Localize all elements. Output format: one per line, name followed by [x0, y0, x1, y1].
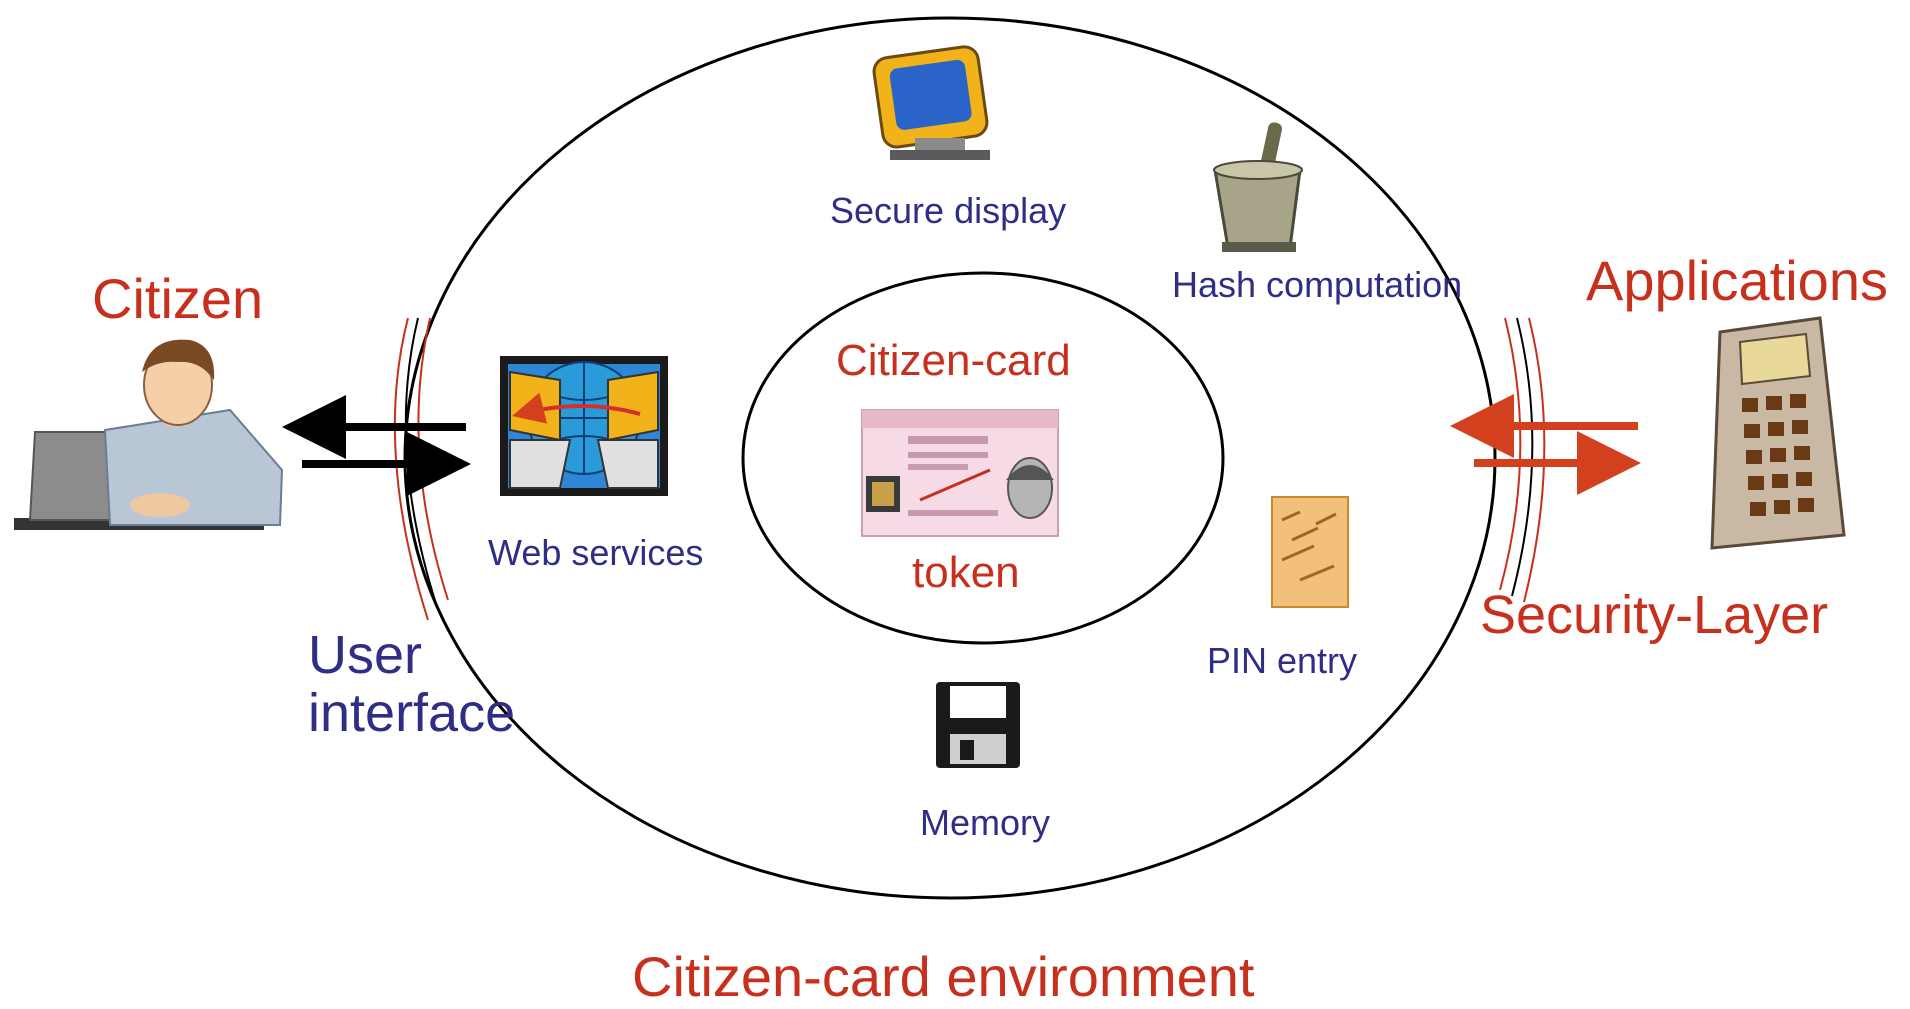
keypad-paper-icon — [1271, 496, 1349, 608]
applications-label: Applications — [1586, 249, 1888, 312]
mortar-pestle-icon — [1213, 122, 1303, 252]
person-at-laptop-icon — [14, 339, 284, 530]
monitor-icon — [872, 45, 990, 160]
id-card-icon — [861, 409, 1059, 537]
pin-entry-label: PIN entry — [1207, 640, 1358, 681]
citizen-card-ellipse — [741, 271, 1225, 645]
citizen-card-title: Citizen-card — [836, 336, 1071, 385]
citizen-label: Citizen — [92, 267, 264, 330]
globe-network-icon — [500, 356, 668, 496]
calculator-icon — [1710, 316, 1846, 550]
web-services-label: Web services — [488, 532, 704, 573]
floppy-disk-icon — [936, 682, 1020, 768]
hash-computation-label: Hash computation — [1172, 264, 1463, 305]
environment-label: Citizen-card environment — [632, 945, 1255, 1008]
token-label: token — [912, 548, 1020, 597]
security-layer-label: Security-Layer — [1480, 585, 1829, 645]
memory-label: Memory — [920, 802, 1051, 843]
user-interface-boundary — [393, 317, 449, 621]
secure-display-label: Secure display — [830, 190, 1067, 231]
user-interface-label-line1: User — [308, 625, 423, 685]
security-layer-boundary — [1499, 317, 1546, 603]
user-interface-label-line2: interface — [308, 683, 516, 743]
environment-ellipse — [403, 16, 1497, 900]
